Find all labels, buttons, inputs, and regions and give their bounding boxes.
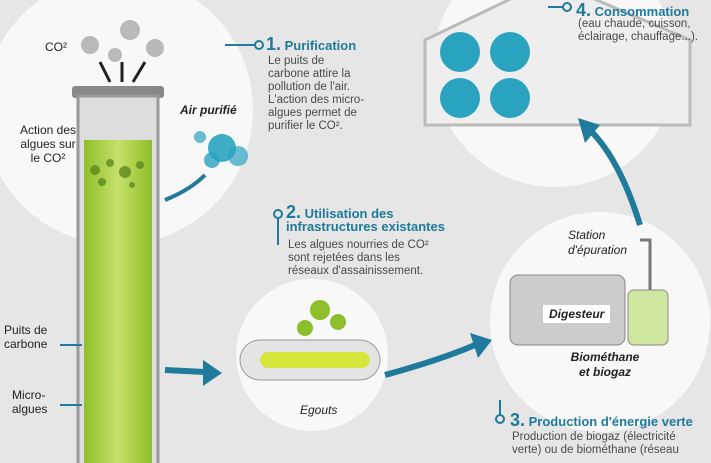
step4-title: Consommation bbox=[594, 4, 690, 19]
step4-text: (eau chaude, cuisson, éclairage, chauffa… bbox=[578, 18, 698, 43]
step3-text: Production de biogaz (électricité verte)… bbox=[512, 431, 679, 456]
action-label: Action des algues sur le CO² bbox=[19, 123, 77, 165]
algae-fill bbox=[84, 140, 152, 463]
algae-clusters bbox=[297, 300, 346, 336]
station-label: Station d'épuration bbox=[568, 228, 628, 257]
sewer-algae bbox=[260, 352, 370, 368]
algae-bubbles bbox=[90, 159, 144, 188]
purified-air-bubbles bbox=[194, 131, 248, 168]
digester-label: Digesteur bbox=[543, 305, 611, 323]
sewer-label: Egouts bbox=[300, 403, 338, 417]
gas-pipe bbox=[640, 238, 652, 290]
co2-arrows bbox=[98, 61, 147, 83]
step3-number: 3. bbox=[510, 410, 526, 430]
appliance-icons bbox=[440, 32, 530, 118]
air-purified-label: Air purifié bbox=[180, 103, 237, 117]
step4-heading: 4. Consommation bbox=[576, 0, 689, 21]
step3-title: Production d'énergie verte bbox=[528, 414, 693, 429]
callout-lines bbox=[60, 2, 572, 424]
step2-title: Utilisation des infrastructures existant… bbox=[286, 206, 445, 234]
step3-heading: 3. Production d'énergie verte bbox=[510, 410, 693, 431]
step1-number: 1. bbox=[266, 34, 282, 54]
step1-title: Purification bbox=[284, 38, 357, 53]
biogas-tank bbox=[627, 289, 669, 346]
step2-heading: 2. Utilisation des infrastructures exist… bbox=[286, 203, 466, 234]
step4-number: 4. bbox=[576, 0, 592, 20]
step1-text: Le puits de carbone attire la pollution … bbox=[268, 55, 365, 132]
co2-molecules bbox=[81, 20, 164, 62]
step2-text: Les algues nourries de CO² sont rejetées… bbox=[288, 239, 429, 277]
step2-number: 2. bbox=[286, 202, 302, 222]
flow-arrows bbox=[164, 127, 643, 378]
co2-label: CO² bbox=[45, 40, 67, 54]
biomethane-label: Biométhane et biogaz bbox=[570, 350, 640, 379]
air-arrow bbox=[164, 173, 207, 202]
carbon-well-label: Puits de carbone bbox=[4, 323, 48, 351]
step1-heading: 1. Purification bbox=[266, 34, 356, 55]
arrowheads bbox=[203, 118, 600, 386]
micro-algae-label: Micro-algues bbox=[12, 388, 48, 416]
